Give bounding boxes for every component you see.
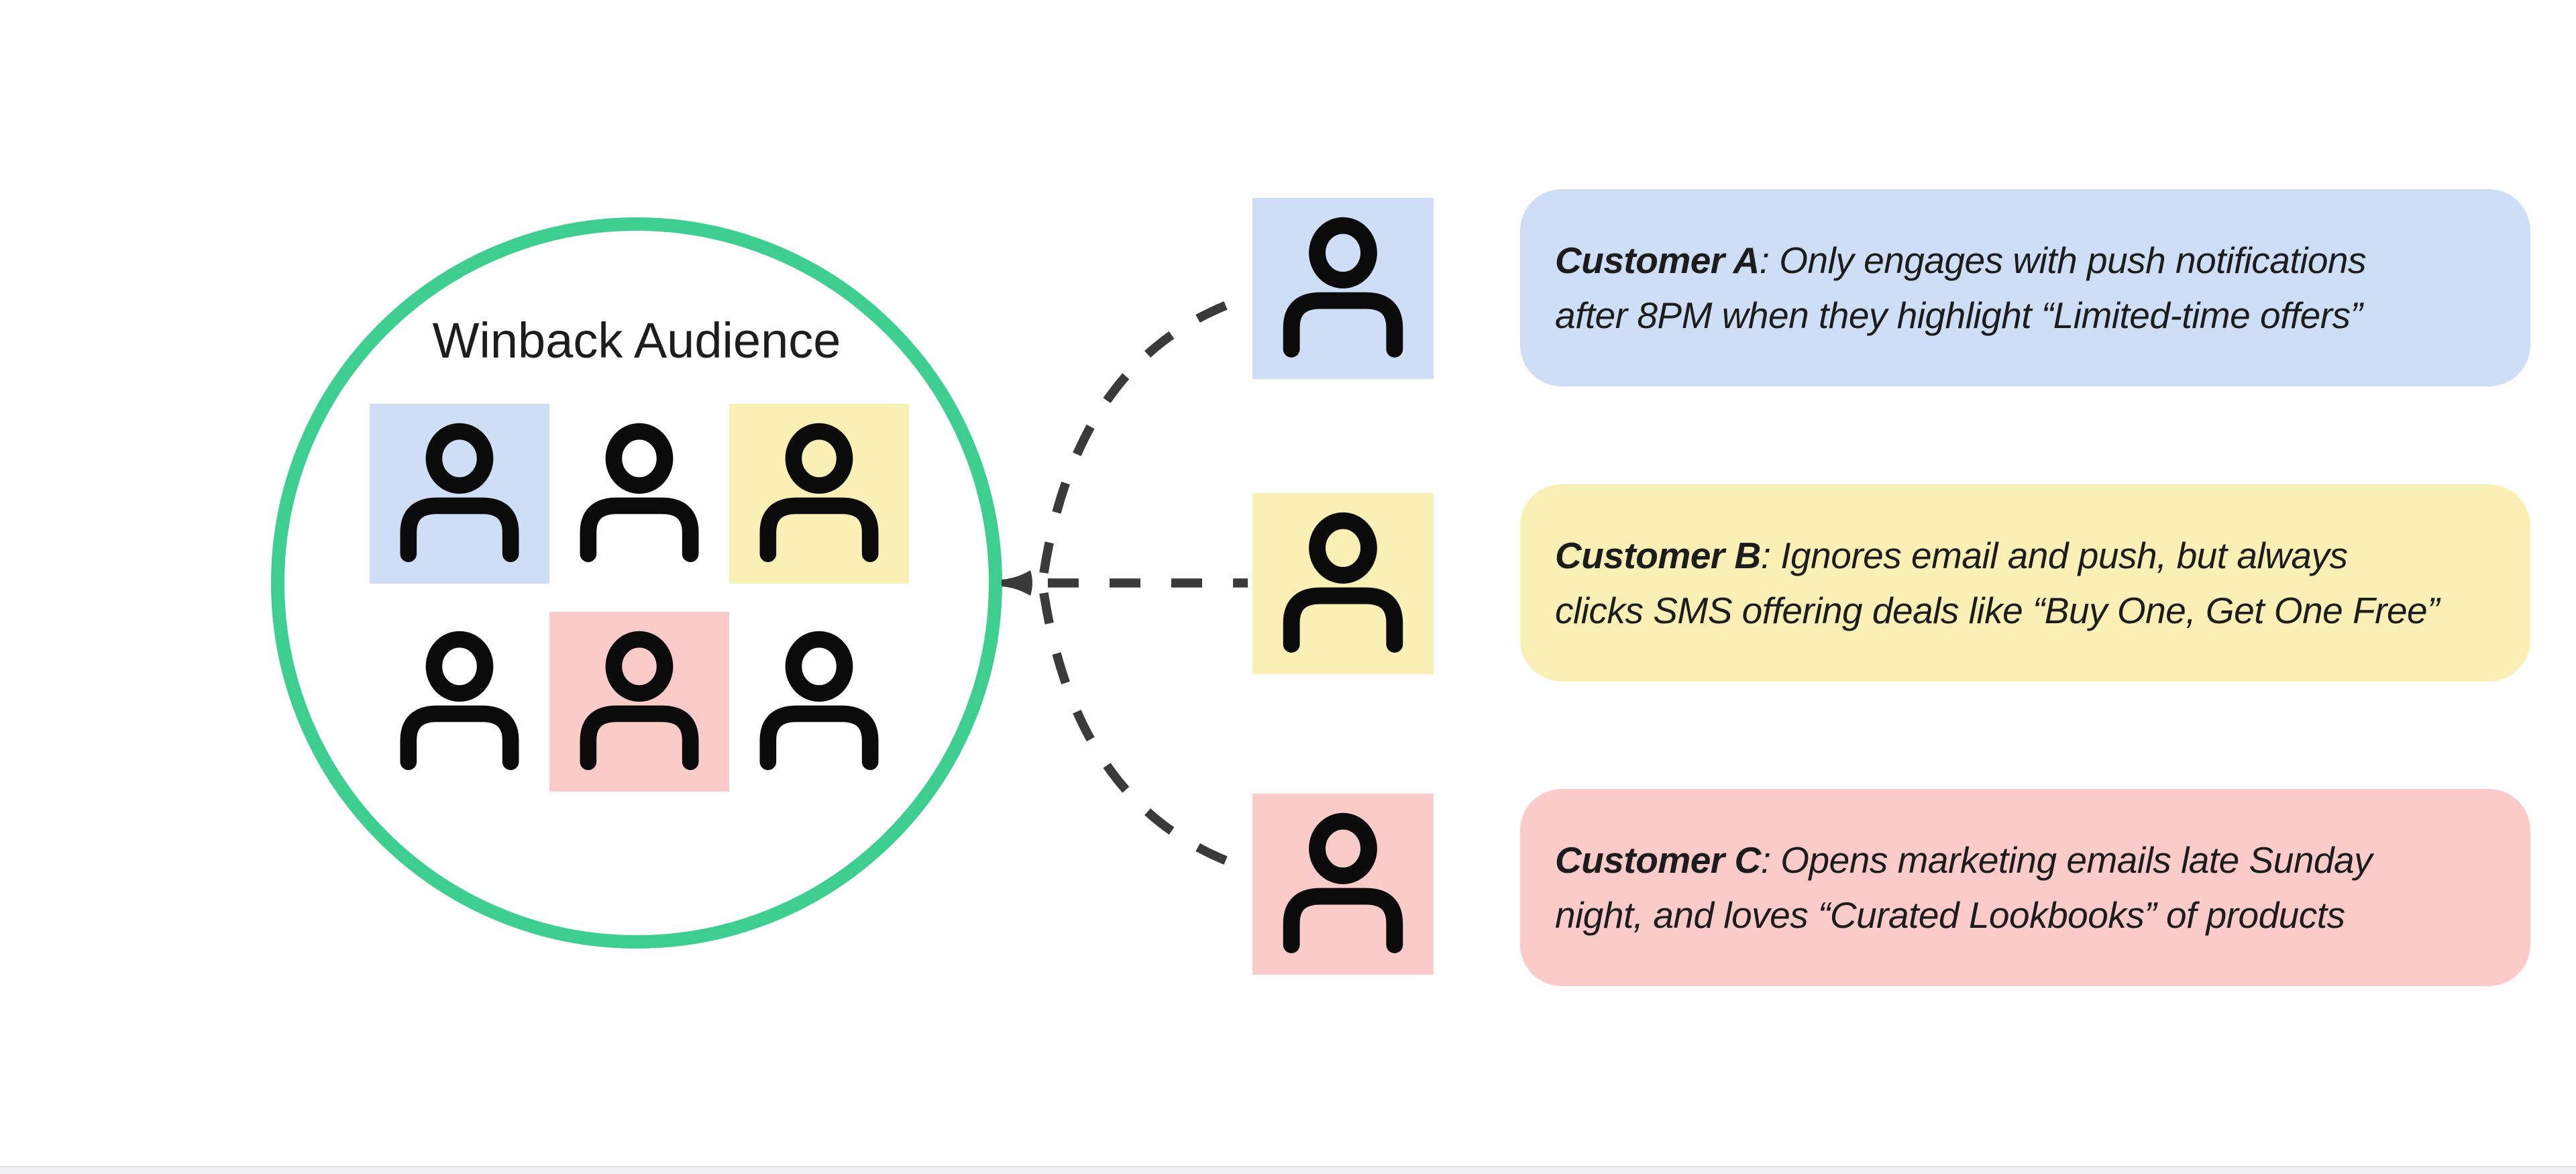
- audience-member: [549, 404, 729, 584]
- audience-member-highlight-blue: [370, 404, 549, 584]
- audience-member: [729, 612, 909, 792]
- customer-b-name: Customer B: [1555, 535, 1761, 576]
- customer-c-line2: night, and loves “Curated Lookbooks” of …: [1555, 894, 2345, 936]
- person-icon: [744, 627, 894, 777]
- customer-b-line2: clicks SMS offering deals like “Buy One,…: [1555, 590, 2439, 631]
- customer-c-tile: [1252, 794, 1434, 975]
- person-icon: [744, 419, 894, 569]
- audience-member-highlight-pink: [549, 612, 729, 792]
- bottom-page-edge: [0, 1166, 2576, 1174]
- customer-b-description-box: Customer B: Ignores email and push, but …: [1520, 484, 2530, 682]
- customer-c-line1: Customer C: Opens marketing emails late …: [1555, 839, 2373, 881]
- fan-arrowhead-icon: [1002, 570, 1032, 596]
- customer-a-description-box: Customer A: Only engages with push notif…: [1520, 189, 2530, 386]
- audience-member: [370, 612, 549, 792]
- person-icon: [564, 419, 714, 569]
- customer-b-tile: [1252, 493, 1434, 674]
- person-icon: [1267, 508, 1419, 659]
- person-icon: [564, 627, 714, 777]
- customer-c-description-box: Customer C: Opens marketing emails late …: [1520, 789, 2530, 986]
- audience-member-grid: [370, 404, 909, 792]
- connector-customer-a: [1039, 293, 1248, 574]
- person-icon: [1267, 213, 1419, 364]
- customer-c-name: Customer C: [1555, 839, 1761, 881]
- customer-a-line2: after 8PM when they highlight “Limited-t…: [1555, 295, 2363, 336]
- customer-a-line1: Customer A: Only engages with push notif…: [1555, 239, 2367, 281]
- person-icon: [384, 627, 535, 777]
- person-icon: [384, 419, 535, 569]
- customer-b-line1: Customer B: Ignores email and push, but …: [1555, 535, 2348, 576]
- customer-a-tile: [1252, 198, 1434, 379]
- audience-member-highlight-yellow: [729, 404, 909, 584]
- audience-title: Winback Audience: [432, 313, 841, 368]
- connector-customer-c: [1039, 592, 1248, 873]
- customer-a-name: Customer A: [1555, 239, 1760, 281]
- person-icon: [1267, 808, 1419, 960]
